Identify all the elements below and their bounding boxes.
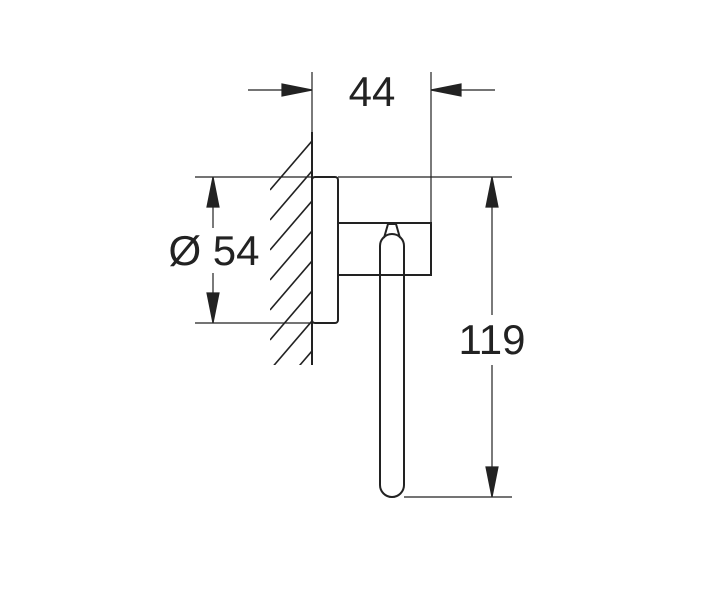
height-arrow-top (485, 176, 499, 208)
diameter-dimension (206, 176, 220, 324)
height-dimension (485, 176, 499, 498)
diameter-arrow-top (206, 176, 220, 208)
wall-rosette (311, 176, 339, 324)
depth-dimension (248, 83, 495, 97)
hook-connector (383, 223, 401, 239)
height-arrow-bottom (485, 466, 499, 498)
diameter-label: Ø 54 (168, 227, 259, 274)
arm-body (337, 222, 432, 276)
height-label: 119 (459, 316, 526, 363)
diameter-arrow-bottom (206, 292, 220, 324)
depth-arrow-left (281, 83, 313, 97)
extension-lines (195, 72, 512, 498)
depth-label: 44 (349, 68, 396, 115)
hanging-rod (379, 233, 405, 498)
wall (270, 132, 313, 365)
wall-hatching (270, 139, 312, 365)
holder-outline (311, 176, 432, 498)
depth-arrow-right (430, 83, 462, 97)
